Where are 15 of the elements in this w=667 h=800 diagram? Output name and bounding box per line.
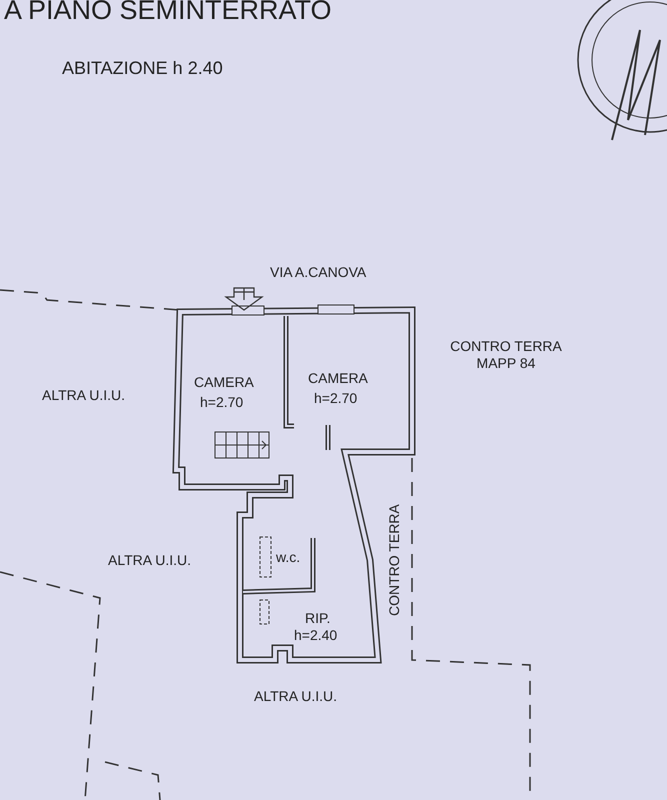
plan-title: A PIANO SEMINTERRATO (4, 0, 332, 26)
boundary-label: CONTRO TERRA MAPP 84 (449, 338, 563, 372)
height-label: h=2.70 (314, 390, 358, 407)
boundary-label: CONTRO TERRA (386, 504, 403, 616)
room-label: RIP. (305, 610, 330, 627)
room-label: CAMERA (308, 370, 368, 387)
height-label: h=2.70 (200, 394, 244, 411)
plan-subtitle: ABITAZIONE h 2.40 (62, 57, 223, 79)
area-label: ALTRA U.I.U. (42, 387, 125, 404)
height-label: h=2.40 (294, 627, 338, 644)
room-label: CAMERA (194, 374, 254, 391)
area-label: ALTRA U.I.U. (254, 688, 337, 705)
street-label: VIA A.CANOVA (270, 264, 366, 281)
area-label: ALTRA U.I.U. (108, 552, 191, 569)
room-label: w.c. (276, 549, 300, 566)
